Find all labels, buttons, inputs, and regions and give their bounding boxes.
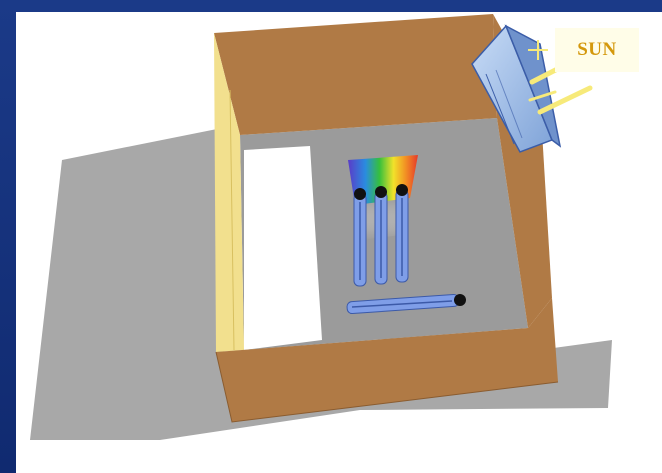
sun-label: SUN [555, 28, 639, 72]
box-window-opening [244, 146, 322, 350]
thermometer-red [396, 184, 408, 282]
thermometer-yellow [375, 186, 387, 284]
box-back-wall [214, 14, 497, 135]
thermometer-blue [354, 188, 366, 286]
